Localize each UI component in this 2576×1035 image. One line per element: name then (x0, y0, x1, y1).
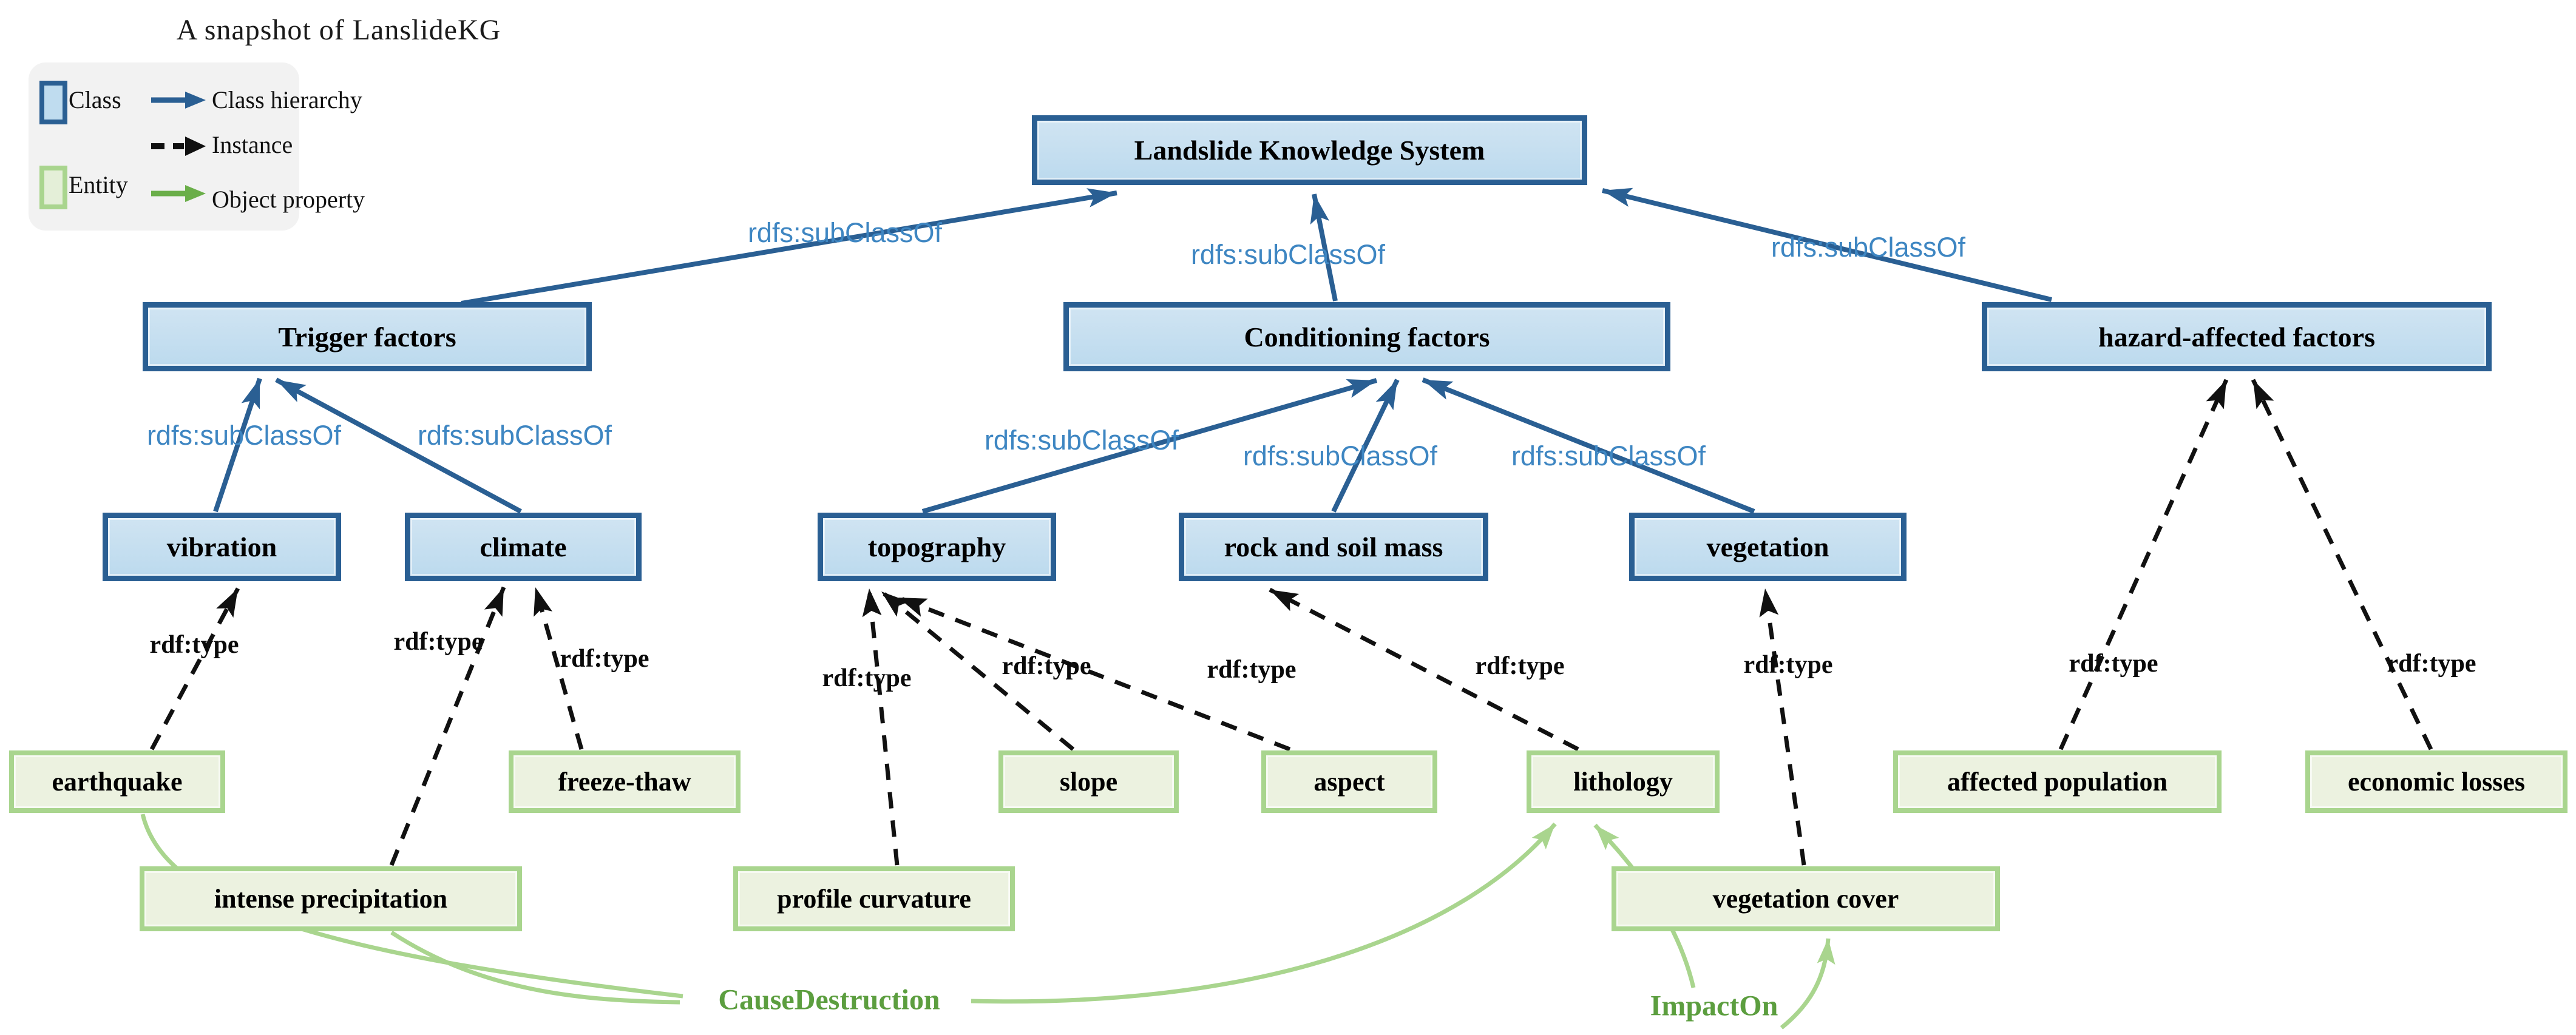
edge-label-type-affected-population: rdf:type (2069, 650, 2158, 678)
edge-label-type-aspect: rdf:type (1207, 656, 1296, 684)
diagram-title: A snapshot of LanslideKG (176, 14, 501, 46)
legend-instance-label: Instance (212, 131, 293, 158)
entity-node-lithology: lithology (1527, 750, 1720, 813)
legend-class-label: Class (69, 86, 121, 113)
class-node-conditioning: Conditioning factors (1063, 302, 1670, 371)
class-node-climate: climate (405, 513, 642, 581)
edge-label-type-economic-losses: rdf:type (2387, 650, 2476, 678)
edge-label-sub-vibration-trigger: rdfs:subClassOf (146, 420, 342, 451)
edge-label-type-freeze-thaw: rdf:type (560, 645, 649, 673)
edge-label-type-intense-precipitation: rdf:type (393, 628, 483, 656)
legend-object-property-label: Object property (212, 186, 365, 213)
entity-node-aspect: aspect (1261, 750, 1437, 813)
edge-label-sub-trigger-lks: rdfs:subClassOf (747, 217, 943, 248)
class-node-vibration: vibration (103, 513, 341, 581)
edge-label-type-lithology: rdf:type (1475, 652, 1565, 680)
legend-panel: Class Entity Class hierarchy Instance Ob… (29, 62, 365, 231)
entity-node-economic-losses: economic losses (2305, 750, 2568, 813)
edge-label-sub-climate-trigger: rdfs:subClassOf (417, 420, 612, 451)
class-node-lks: Landslide Knowledge System (1032, 115, 1587, 185)
legend-class-swatch (39, 81, 67, 124)
legend-class-hierarchy-label: Class hierarchy (212, 86, 362, 113)
legend-entity-label: Entity (69, 171, 128, 198)
class-node-trigger: Trigger factors (143, 302, 592, 371)
edge-label-sub-vegetation-conditioning: rdfs:subClassOf (1511, 440, 1706, 471)
entity-node-affected-population: affected population (1893, 750, 2222, 813)
edge-label-sub-hazard-lks: rdfs:subClassOf (1771, 232, 1966, 263)
class-node-vegetation: vegetation (1629, 513, 1907, 581)
entity-node-earthquake: earthquake (9, 750, 225, 813)
class-hierarchy-arrow-icon (151, 92, 206, 109)
entity-node-vegetation-cover: vegetation cover (1612, 866, 2000, 931)
edge-label-type-earthquake: rdf:type (149, 631, 239, 659)
entity-node-intense-precipitation: intense precipitation (140, 866, 522, 931)
edge-label-prop-impacton: ImpactOn (1650, 989, 1778, 1022)
entity-node-freeze-thaw: freeze-thaw (509, 750, 741, 813)
edge-label-type-profile-curvature: rdf:type (822, 664, 912, 692)
class-node-hazard: hazard-affected factors (1982, 302, 2492, 371)
instance-arrow-icon (151, 137, 206, 156)
edge-label-type-vegetation-cover: rdf:type (1743, 651, 1833, 679)
class-node-topography: topography (818, 513, 1056, 581)
class-node-rock-and-soil-mass: rock and soil mass (1179, 513, 1488, 581)
edge-label-sub-conditioning-lks: rdfs:subClassOf (1190, 239, 1386, 270)
object-property-arrow-icon (151, 185, 206, 202)
legend-entity-swatch (39, 166, 67, 209)
entity-node-slope: slope (998, 750, 1179, 813)
entity-node-profile-curvature: profile curvature (733, 866, 1015, 931)
edge-label-sub-topography-conditioning: rdfs:subClassOf (984, 425, 1179, 456)
edge-label-sub-rocksoil-conditioning: rdfs:subClassOf (1242, 440, 1438, 471)
edge-label-type-slope: rdf:type (1002, 652, 1091, 680)
edge-label-prop-causedestruction: CauseDestruction (718, 983, 940, 1016)
